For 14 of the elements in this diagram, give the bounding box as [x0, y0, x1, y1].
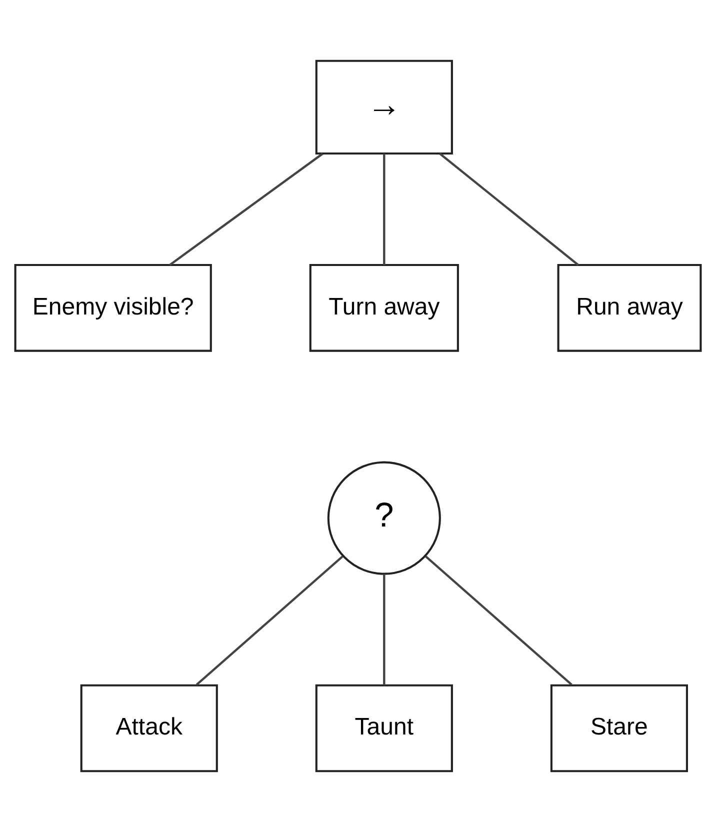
node-box: Attack [80, 684, 218, 772]
connector [169, 152, 324, 266]
node-box: Turn away [309, 264, 459, 352]
node-box: → [315, 59, 453, 154]
node-circle: ? [327, 460, 441, 574]
connector [196, 554, 344, 686]
connector [383, 574, 386, 684]
node-box: Stare [550, 684, 688, 772]
connector [424, 554, 572, 686]
node-box: Enemy visible? [14, 264, 212, 352]
connector [383, 153, 386, 264]
node-box: Run away [557, 264, 702, 352]
node-box: Taunt [315, 684, 453, 772]
connector [439, 152, 579, 266]
